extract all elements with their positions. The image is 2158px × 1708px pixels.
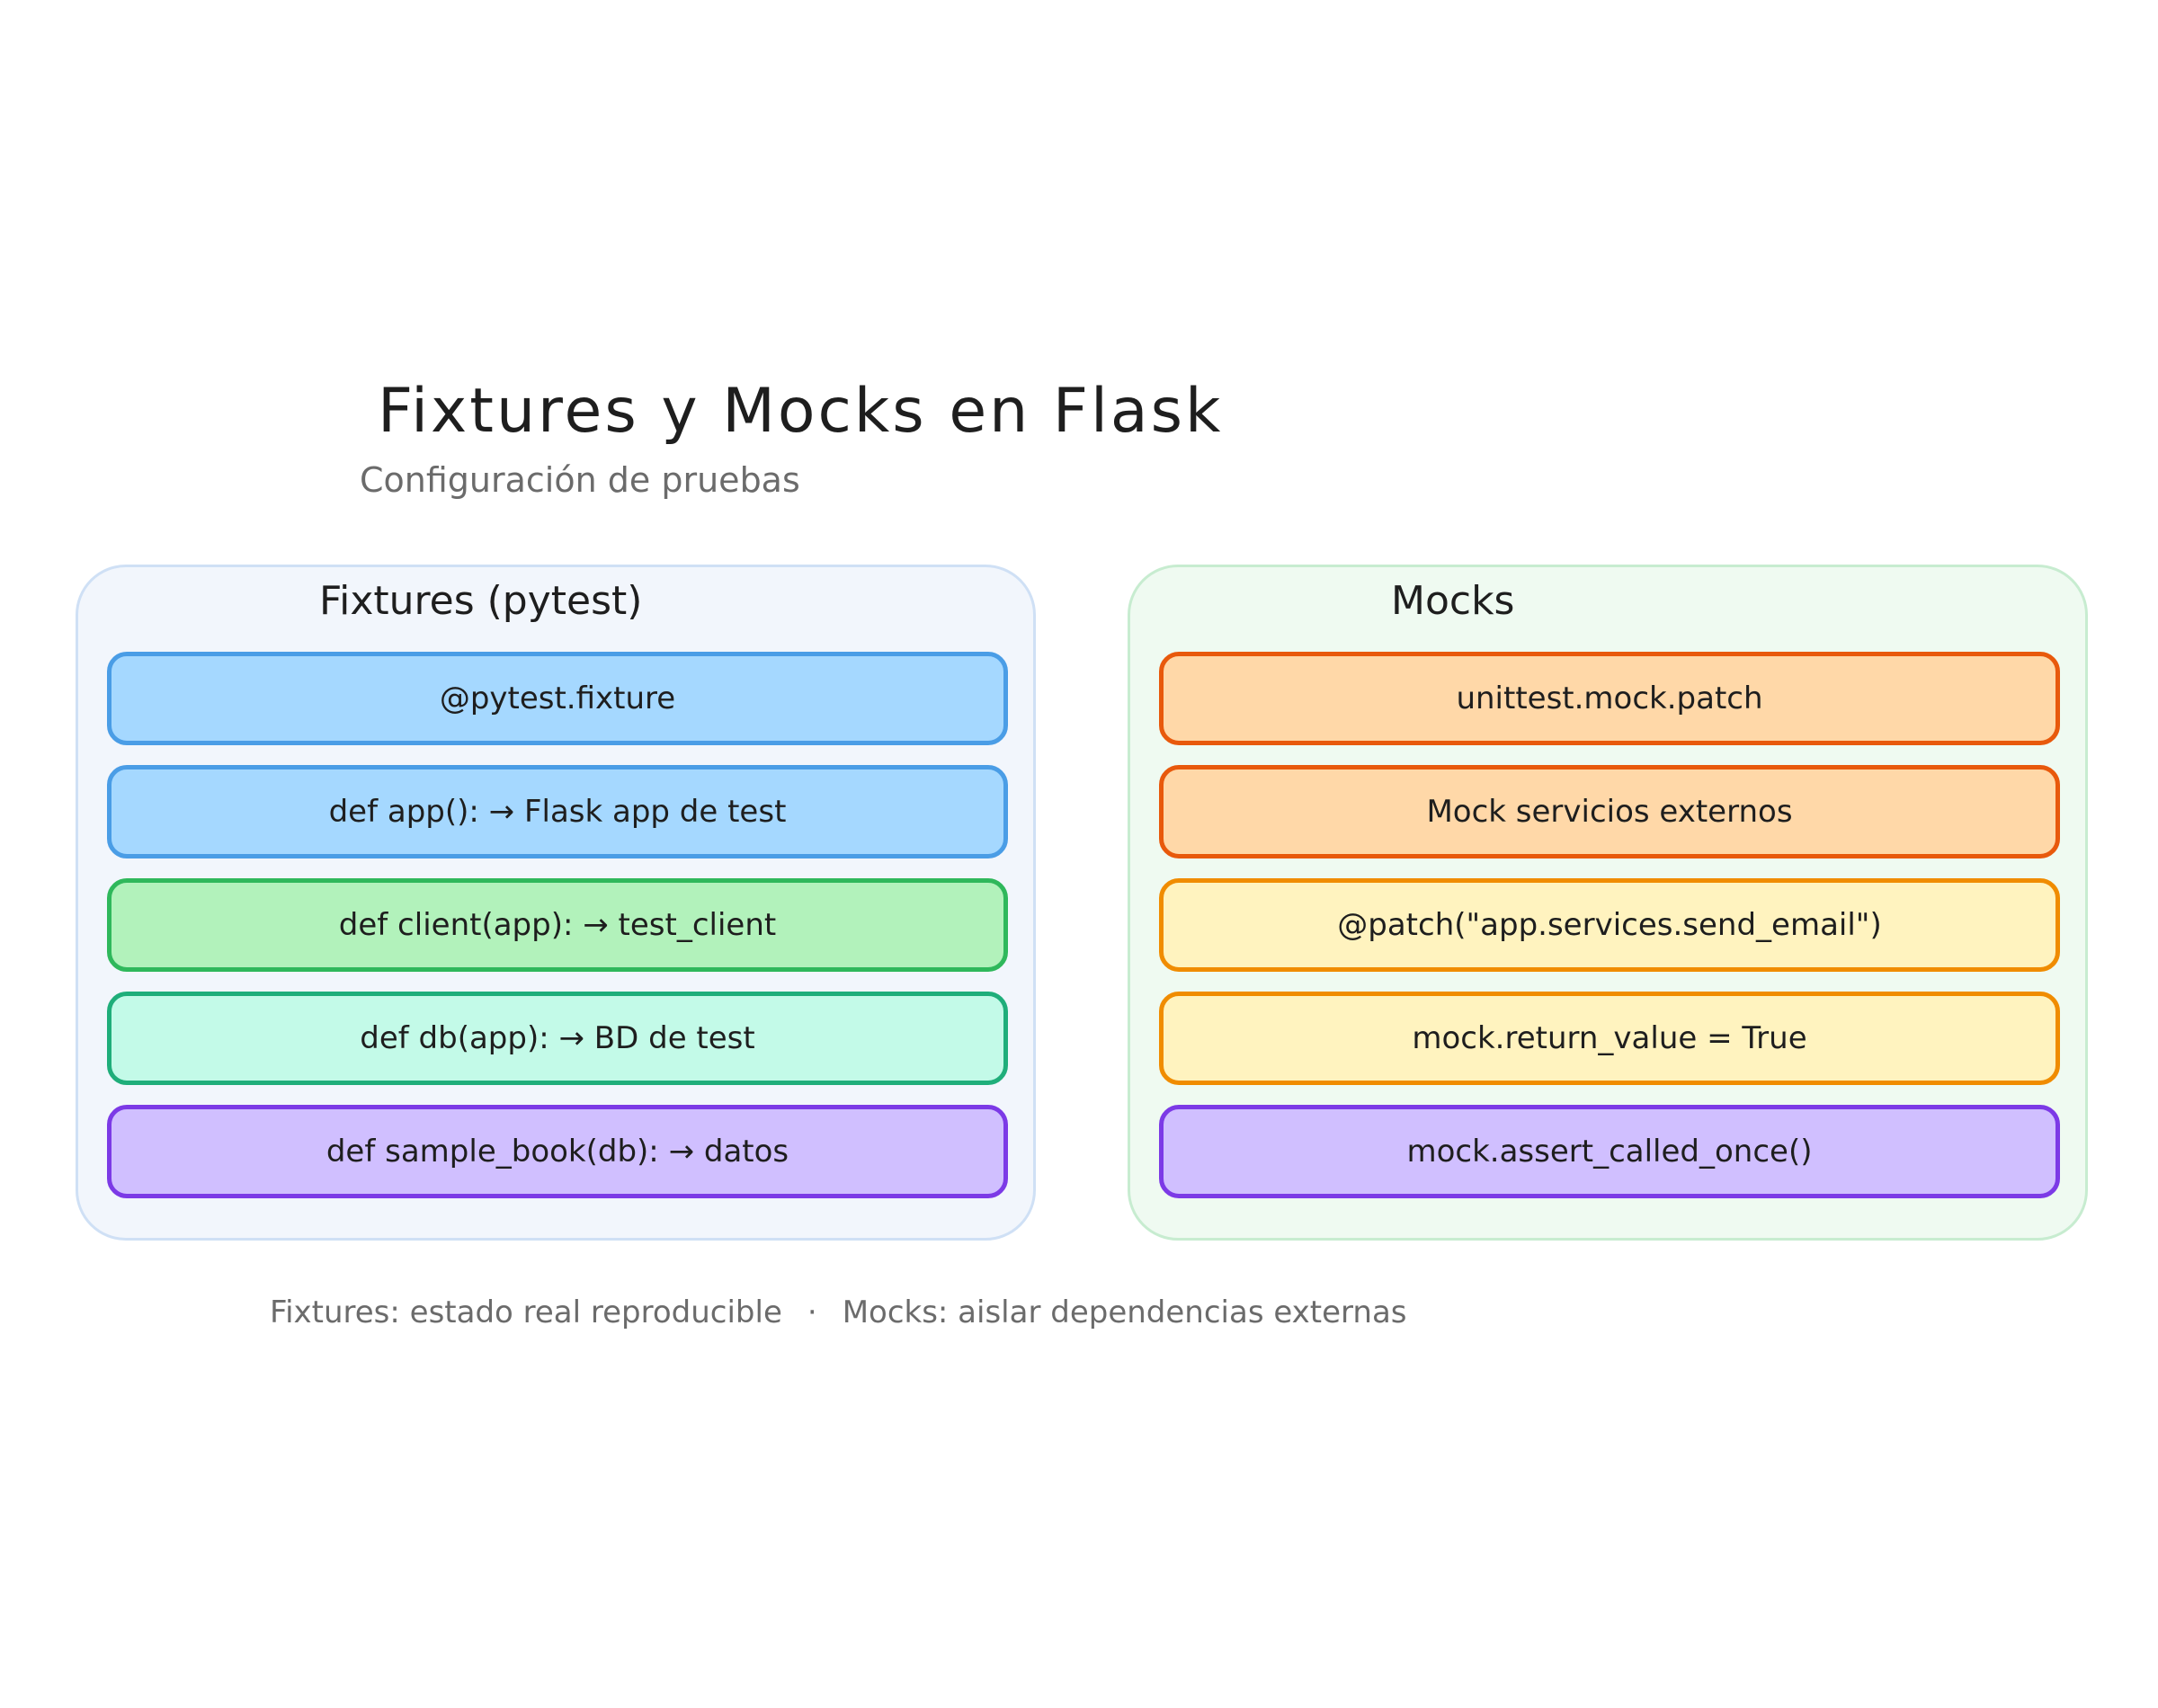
mock-external-services-box: Mock servicios externos — [1159, 765, 2060, 858]
footer-fixtures-note: Fixtures: estado real reproducible — [270, 1294, 782, 1330]
mock-patch-decorator-box: @patch("app.services.send_email") — [1159, 878, 2060, 972]
fixture-db-box: def db(app): → BD de test — [107, 992, 1008, 1085]
mock-patch-box: unittest.mock.patch — [1159, 652, 2060, 745]
page-title: Fixtures y Mocks en Flask — [378, 376, 1224, 447]
mocks-panel: Mocks unittest.mock.patch Mock servicios… — [1128, 565, 2088, 1241]
fixture-decorator-box: @pytest.fixture — [107, 652, 1008, 745]
mock-return-value-box: mock.return_value = True — [1159, 992, 2060, 1085]
fixture-sample-book-box: def sample_book(db): → datos — [107, 1105, 1008, 1198]
fixtures-panel-title: Fixtures (pytest) — [319, 578, 643, 624]
footer-note: Fixtures: estado real reproducible · Mocks… — [270, 1294, 1407, 1330]
fixtures-panel: Fixtures (pytest) @pytest.fixture def ap… — [76, 565, 1036, 1241]
footer-mocks-note: Mocks: aislar dependencias externas — [842, 1294, 1407, 1330]
fixture-client-box: def client(app): → test_client — [107, 878, 1008, 972]
mocks-panel-title: Mocks — [1391, 578, 1515, 624]
page-subtitle: Configuración de pruebas — [360, 460, 800, 500]
footer-separator: · — [807, 1294, 817, 1330]
mock-assert-called-box: mock.assert_called_once() — [1159, 1105, 2060, 1198]
fixture-app-box: def app(): → Flask app de test — [107, 765, 1008, 858]
